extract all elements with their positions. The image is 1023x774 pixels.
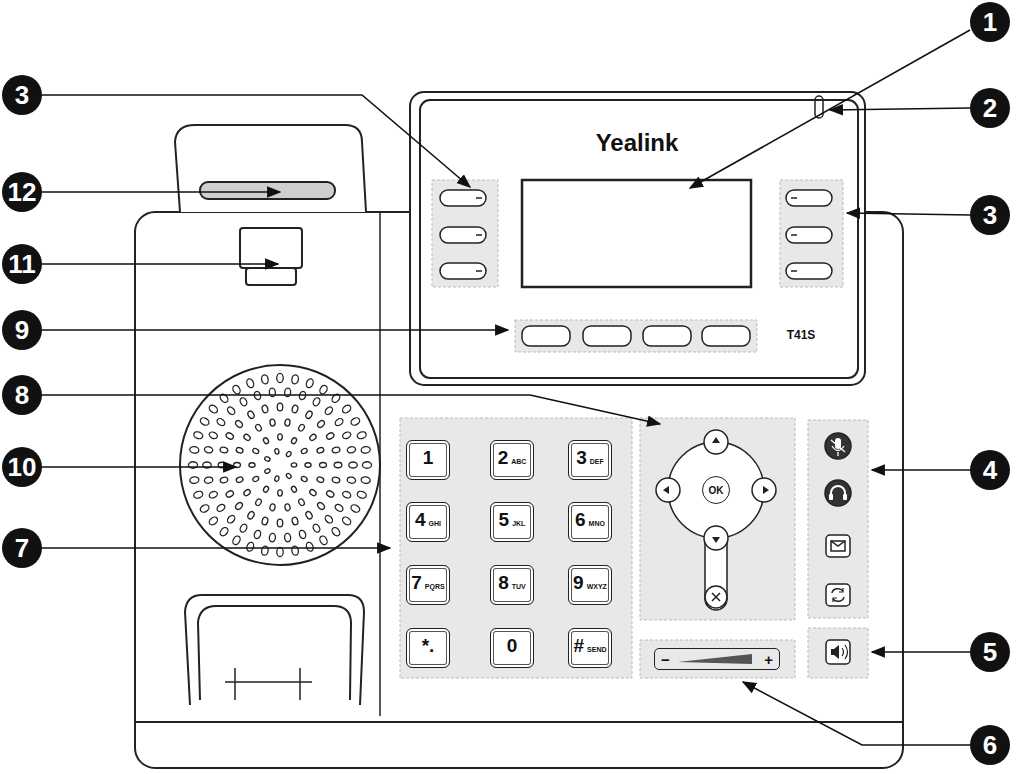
line-keys-area <box>780 180 843 287</box>
feature-keys <box>825 433 851 606</box>
callout-number: 9 <box>2 310 42 350</box>
callout-number: 6 <box>983 730 997 761</box>
key-label: 4 <box>415 509 426 531</box>
base-edge <box>135 721 903 723</box>
handset-cradle <box>185 595 364 705</box>
line-keys-area <box>432 180 498 287</box>
brand-name: Yealink <box>596 129 679 157</box>
cradle-clip <box>225 668 312 700</box>
brand-name: Yealink <box>596 129 679 156</box>
callout-number: 12 <box>2 172 42 212</box>
key-label: 9 <box>573 572 584 594</box>
feature-keys-area <box>808 420 868 618</box>
callout-number: 12 <box>8 177 37 208</box>
callout-number: 3 <box>970 195 1010 235</box>
callout-number: 3 <box>15 80 29 111</box>
model-name: T41S <box>787 328 816 342</box>
key-label: GHI <box>429 520 441 527</box>
callout-number: 1 <box>983 7 997 38</box>
callout-number: 7 <box>2 528 42 568</box>
keypad-key: 3DEF <box>568 440 612 480</box>
key-label: JKL <box>512 520 525 527</box>
key-label: 1 <box>423 447 434 469</box>
volume-sign: + <box>764 651 773 668</box>
callout-number: 5 <box>983 637 997 668</box>
callout-number: 4 <box>970 450 1010 490</box>
callout-number: 2 <box>983 93 997 124</box>
key-label: *. <box>422 635 435 657</box>
model-name: T41S <box>787 328 816 342</box>
hook-slot <box>200 182 335 199</box>
display-panel-inner <box>420 100 858 378</box>
key-label: MNO <box>589 520 605 527</box>
ok-button: OK <box>702 476 730 504</box>
line-keys <box>440 190 832 279</box>
keypad-key: 6MNO <box>568 502 612 542</box>
key-label: 5 <box>499 509 510 531</box>
callout-number: 11 <box>2 244 42 284</box>
callout-number: 10 <box>8 452 37 483</box>
handset-hook <box>175 125 366 212</box>
key-label: WXYZ <box>587 583 607 590</box>
callout-number: 1 <box>970 2 1010 42</box>
key-label: 2 <box>498 447 509 469</box>
key-label: 0 <box>507 635 518 657</box>
callout-number: 9 <box>15 315 29 346</box>
speakerphone-area <box>808 628 868 678</box>
callout-number: 11 <box>8 249 36 280</box>
callout-number: 10 <box>2 447 42 487</box>
callout-number: 3 <box>983 200 997 231</box>
volume-sign: − <box>661 651 670 668</box>
key-label: TUV <box>512 583 526 590</box>
keypad-key: 0 <box>490 628 534 668</box>
keypad-area <box>400 418 632 678</box>
volume-bar: −+ <box>654 648 780 670</box>
keypad-key: 2ABC <box>490 440 534 480</box>
soft-keys-area <box>515 320 757 352</box>
keypad-key: 4GHI <box>406 502 450 542</box>
key-label: SEND <box>587 646 606 653</box>
button-label: OK <box>709 485 724 496</box>
callout-number: 8 <box>15 380 29 411</box>
keypad-key: 8TUV <box>490 565 534 605</box>
callout-number: 8 <box>2 375 42 415</box>
navigation-area <box>640 418 795 620</box>
navigation-cluster <box>656 430 776 610</box>
key-label: ABC <box>511 458 526 465</box>
keypad-key: 9WXYZ <box>568 565 612 605</box>
soft-keys <box>522 326 750 346</box>
hookswitch-tab-lip <box>246 268 296 285</box>
keypad-key: #SEND <box>568 628 612 668</box>
key-label: 6 <box>575 509 586 531</box>
lcd-screen <box>522 180 751 287</box>
key-label: PQRS <box>425 583 445 590</box>
leader-lines <box>42 30 970 745</box>
cradle-inner <box>198 606 351 700</box>
keypad-key: 5JKL <box>490 502 534 542</box>
hookswitch-tab <box>240 228 302 268</box>
keypad-key: *. <box>406 628 450 668</box>
callout-number: 6 <box>970 725 1010 765</box>
volume-area <box>640 640 795 678</box>
keypad-key: 1 <box>406 440 450 480</box>
key-label: DEF <box>590 458 604 465</box>
key-label: # <box>573 635 584 657</box>
callout-number: 2 <box>970 88 1010 128</box>
display-panel <box>410 92 865 385</box>
volume-wedge <box>678 654 752 664</box>
key-label: 3 <box>576 447 587 469</box>
keypad-key: 7PQRS <box>406 565 450 605</box>
callout-number: 5 <box>970 632 1010 672</box>
key-label: 8 <box>498 572 509 594</box>
callout-number: 3 <box>2 75 42 115</box>
key-label: 7 <box>411 572 422 594</box>
callout-number: 7 <box>15 533 29 564</box>
speakerphone-key <box>826 640 850 664</box>
callout-number: 4 <box>983 455 997 486</box>
